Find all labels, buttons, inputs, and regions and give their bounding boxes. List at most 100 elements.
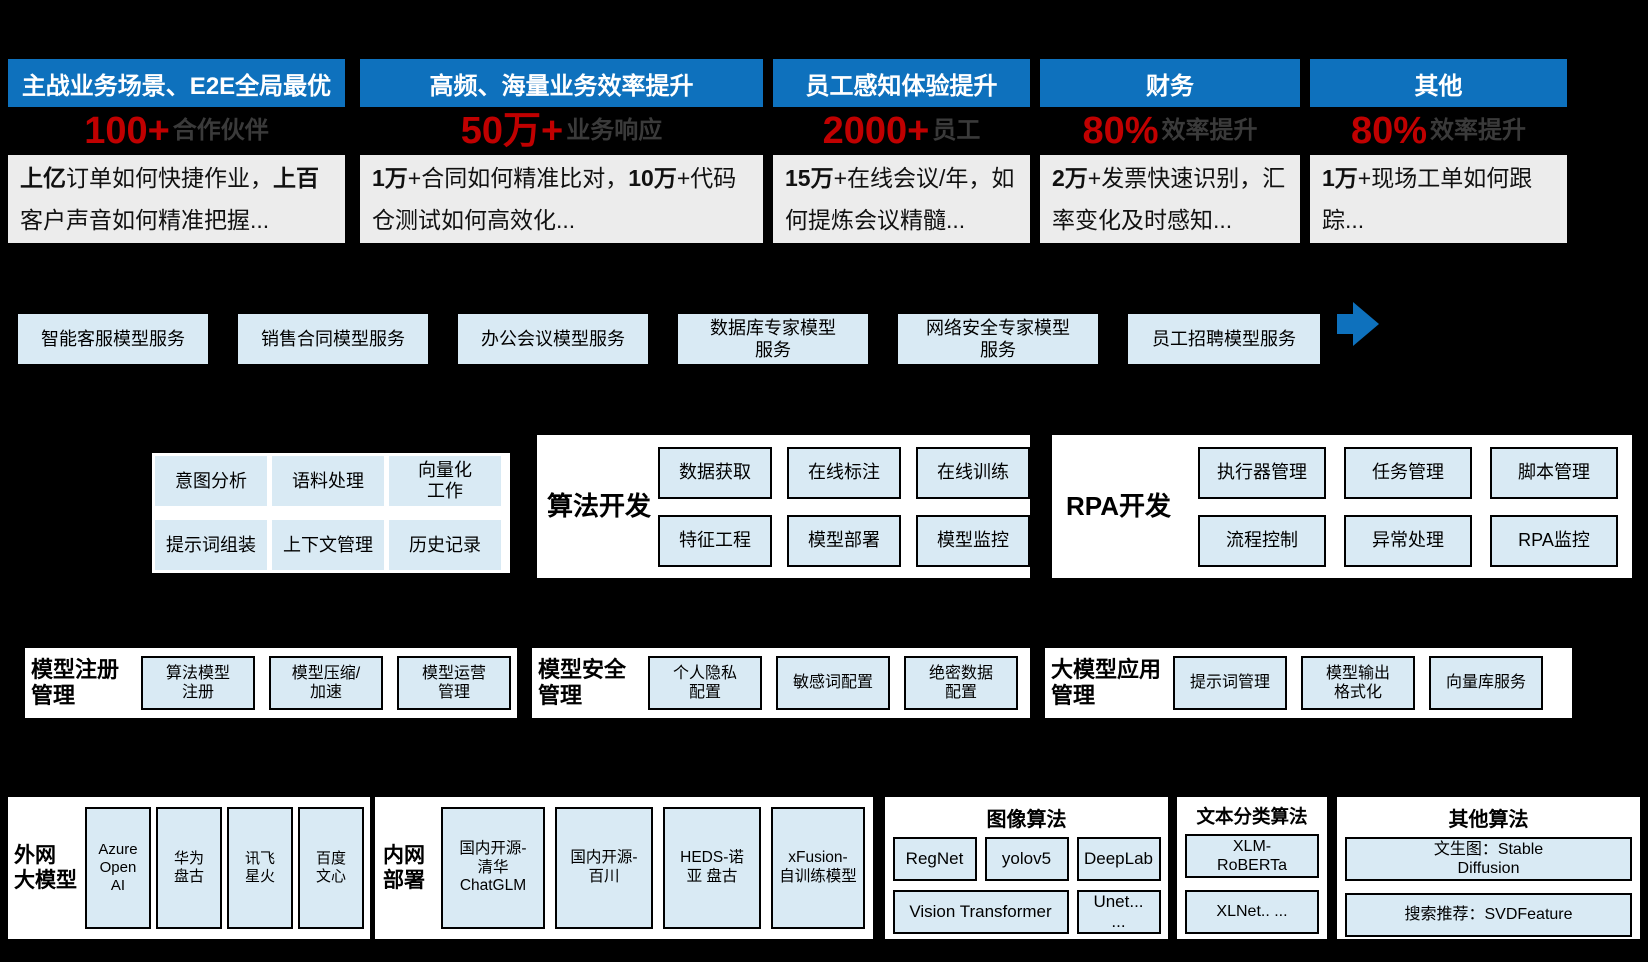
panel-title: 外网 大模型 [14,843,77,892]
arrow-tip [1353,302,1379,346]
stat-value: 2000+ [822,110,930,152]
internal-llm-list: 国内开源- 清华 ChatGLM 国内开源- 百川 HEDS-诺 亚 盘古 xF… [441,807,865,929]
panel-title: 模型注册 管理 [31,656,120,708]
service-box: 办公会议模型服务 [458,314,648,364]
capability-box: 模型监控 [916,514,1030,567]
capability-box: 上下文管理 [272,520,384,570]
internal-llm-panel: 内网 部署 国内开源- 清华 ChatGLM 国内开源- 百川 HEDS-诺 亚… [375,797,873,939]
capability-box: 在线标注 [787,446,901,499]
capability-box: 执行器管理 [1198,446,1326,499]
capability-box: 在线训练 [916,446,1030,499]
capability-box: 向量化 工作 [389,456,501,506]
model-box: xFusion- 自训练模型 [771,807,865,929]
scenario-desc: 上亿订单如何快捷作业，上百客户声音如何精准把握... [8,155,345,243]
algorithm-box: XLM- RoBERTa [1185,834,1319,878]
model-box: Azure Open AI [85,807,151,929]
image-algorithms-panel: 图像算法 RegNet yolov5 DeepLab Vision Transf… [885,797,1168,939]
panel-title: 算法开发 [547,490,652,521]
algorithm-box: 搜索推荐：SVDFeature [1345,893,1632,937]
capability-box: 模型输出 格式化 [1301,656,1415,710]
capability-box: 数据获取 [658,446,772,499]
rpa-dev-grid: 执行器管理 任务管理 脚本管理 流程控制 异常处理 RPA监控 [1198,446,1618,567]
algo-dev-panel: 算法开发 数据获取 在线标注 在线训练 特征工程 模型部署 模型监控 [537,435,1030,578]
panel-title: RPA开发 [1066,490,1171,521]
arrow-bar [1337,314,1353,334]
panel-title: 内网 部署 [383,843,425,892]
scenario-column: 主战业务场景、E2E全局最优 100+ 合作伙伴 上亿订单如何快捷作业，上百客户… [8,59,345,243]
right-arrow-icon [1337,302,1379,346]
capability-box: 异常处理 [1344,514,1472,567]
service-box: 数据库专家模型 服务 [678,314,868,364]
algorithm-box: yolov5 [984,837,1069,881]
scenario-desc: 1万+合同如何精准比对，10万+代码仓测试如何高效化... [360,155,763,243]
model-box: 讯飞 星火 [227,807,293,929]
scenario-stat: 100+ 合作伙伴 [8,107,345,155]
scenario-stat: 80% 效率提升 [1040,107,1300,155]
capability-box: 意图分析 [155,456,267,506]
model-box: 华为 盘古 [156,807,222,929]
image-algorithms-grid: RegNet yolov5 DeepLab Vision Transformer… [892,837,1161,934]
capability-box: 模型压缩/ 加速 [269,656,383,710]
model-security-grid: 个人隐私 配置 敏感词配置 绝密数据 配置 [648,656,1018,710]
algorithm-box: RegNet [892,837,977,881]
text-algorithms-list: XLM- RoBERTa XLNet.. ... [1185,834,1319,934]
scenario-header: 主战业务场景、E2E全局最优 [8,59,345,107]
model-box: 国内开源- 清华 ChatGLM [441,807,545,929]
panel-title: 模型安全 管理 [538,656,627,708]
capability-box: 算法模型 注册 [141,656,255,710]
panel-title: 其他算法 [1448,809,1529,831]
algo-dev-grid: 数据获取 在线标注 在线训练 特征工程 模型部署 模型监控 [658,446,1030,567]
capability-box: 敏感词配置 [776,656,890,710]
scenario-desc: 15万+在线会议/年，如何提炼会议精髓... [773,155,1030,243]
llm-app-grid: 提示词管理 模型输出 格式化 向量库服务 [1173,656,1543,710]
stat-value: 80% [1082,110,1159,152]
capability-box: 提示词管理 [1173,656,1287,710]
capability-box: 语料处理 [272,456,384,506]
capability-box: 模型运营 管理 [397,656,511,710]
scenario-header: 财务 [1040,59,1300,107]
scenario-header: 其他 [1310,59,1567,107]
model-service-row: 智能客服模型服务 销售合同模型服务 办公会议模型服务 数据库专家模型 服务 网络… [18,314,1320,364]
algorithm-box: 文生图：Stable Diffusion [1345,837,1632,881]
external-llm-list: Azure Open AI 华为 盘古 讯飞 星火 百度 文心 [85,807,364,929]
panel-title: 大模型应用 管理 [1051,656,1162,708]
scenario-column: 财务 80% 效率提升 2万+发票快速识别，汇率变化及时感知... [1040,59,1300,243]
scenario-column: 高频、海量业务效率提升 50万+ 业务响应 1万+合同如何精准比对，10万+代码… [360,59,763,243]
stat-label: 合作伙伴 [172,117,269,144]
other-algorithms-list: 文生图：Stable Diffusion 搜索推荐：SVDFeature [1345,837,1632,937]
capability-box: 流程控制 [1198,514,1326,567]
panel-title: 图像算法 [986,809,1067,831]
model-registry-panel: 模型注册 管理 算法模型 注册 模型压缩/ 加速 模型运营 管理 [25,648,517,718]
text-algorithms-panel: 文本分类算法 XLM- RoBERTa XLNet.. ... [1177,797,1327,939]
capability-box: 特征工程 [658,514,772,567]
panel-title: 文本分类算法 [1196,806,1308,827]
stat-label: 效率提升 [1430,117,1527,144]
model-security-panel: 模型安全 管理 个人隐私 配置 敏感词配置 绝密数据 配置 [532,648,1030,718]
rpa-dev-panel: RPA开发 执行器管理 任务管理 脚本管理 流程控制 异常处理 RPA监控 [1052,435,1632,578]
capability-box: 个人隐私 配置 [648,656,762,710]
service-box: 销售合同模型服务 [238,314,428,364]
stat-value: 80% [1350,110,1428,152]
capability-box: 历史记录 [389,520,501,570]
scenario-stat: 50万+ 业务响应 [360,107,763,155]
stat-value: 50万+ [460,110,564,152]
stat-label: 员工 [932,117,981,144]
external-llm-panel: 外网 大模型 Azure Open AI 华为 盘古 讯飞 星火 百度 文心 [8,797,370,939]
service-box: 智能客服模型服务 [18,314,208,364]
scenario-column: 其他 80% 效率提升 1万+现场工单如何跟踪... [1310,59,1567,243]
service-box: 网络安全专家模型 服务 [898,314,1098,364]
llm-app-mgmt-panel: 大模型应用 管理 提示词管理 模型输出 格式化 向量库服务 [1045,648,1572,718]
capability-box: 模型部署 [787,514,901,567]
scenario-header: 高频、海量业务效率提升 [360,59,763,107]
other-algorithms-panel: 其他算法 文生图：Stable Diffusion 搜索推荐：SVDFeatur… [1337,797,1640,939]
capability-box: 提示词组装 [155,520,267,570]
algorithm-box: Vision Transformer [892,890,1069,934]
prompt-capability-group: 意图分析 语料处理 向量化 工作 提示词组装 上下文管理 历史记录 [152,453,510,573]
model-box: HEDS-诺 亚 盘古 [663,807,761,929]
capability-box: 向量库服务 [1429,656,1543,710]
scenario-header: 员工感知体验提升 [773,59,1030,107]
capability-box: RPA监控 [1490,514,1618,567]
model-box: 国内开源- 百川 [555,807,653,929]
service-box: 员工招聘模型服务 [1128,314,1320,364]
